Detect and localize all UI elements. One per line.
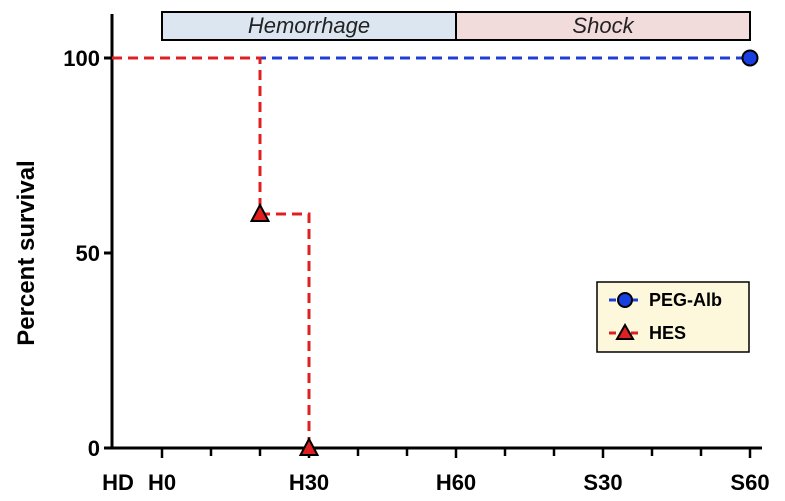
x-tick-label-s60: S60 [730, 470, 769, 495]
marker-peg-alb-0 [741, 49, 759, 67]
legend-marker-peg-alb [617, 292, 633, 308]
x-tick-label-hd: HD [102, 470, 134, 495]
phase-bars: Hemorrhage Shock [161, 11, 751, 41]
legend-label-hes: HES [649, 323, 686, 343]
phase-bar-shock [455, 11, 751, 41]
x-tick-label-s30: S30 [583, 470, 622, 495]
y-tick-label-100: 100 [63, 46, 100, 71]
y-axis-label: Percent survival [13, 160, 40, 345]
y-tick-label-50: 50 [76, 241, 100, 266]
phase-bar-hemorrhage [161, 11, 457, 41]
series-line-hes [112, 56, 311, 448]
x-tick-label-h0: H0 [148, 470, 176, 495]
phase-label-hemorrhage: Hemorrhage [248, 13, 370, 38]
marker-hes-1 [298, 436, 320, 456]
legend-label-peg-alb: PEG-Alb [649, 290, 722, 310]
x-tick-label-h60: H60 [436, 470, 476, 495]
legend-marker-hes [615, 322, 635, 340]
x-tick-label-h30: H30 [289, 470, 329, 495]
marker-hes-0 [249, 202, 271, 222]
y-tick-label-0: 0 [88, 436, 100, 461]
phase-label-shock: Shock [572, 13, 634, 38]
series-layer [112, 49, 759, 456]
